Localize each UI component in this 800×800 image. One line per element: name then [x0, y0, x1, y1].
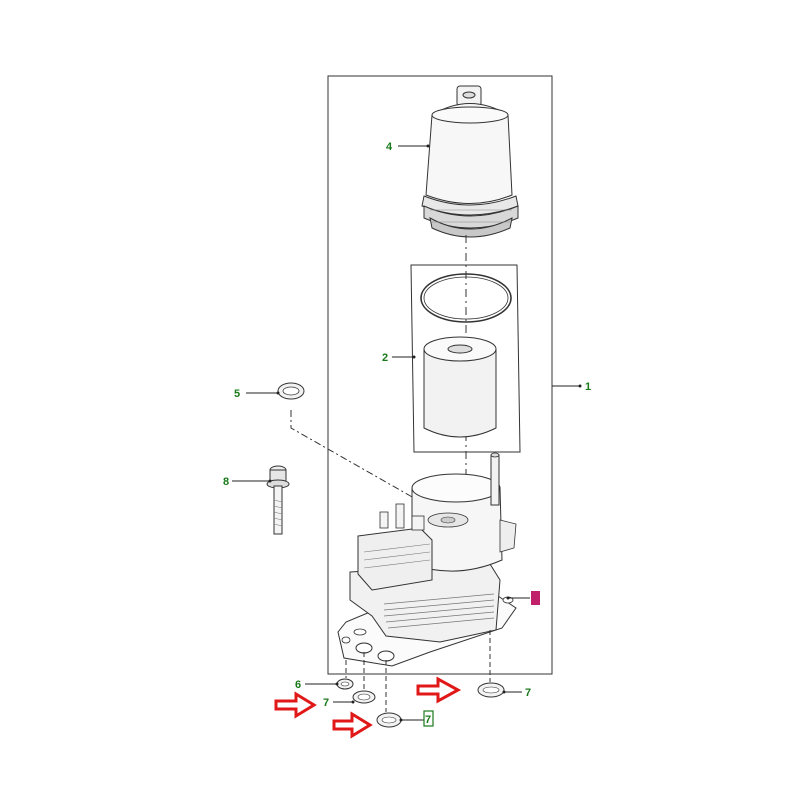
- callout-5: 5: [234, 388, 240, 400]
- o-ring-part: [420, 273, 512, 323]
- washer-7c-part: [477, 682, 505, 698]
- callout-4: 4: [386, 141, 393, 153]
- callout-7c: 7: [525, 687, 531, 699]
- filter-element-part: [423, 336, 497, 438]
- callout-2: 2: [382, 352, 388, 364]
- bolt-part: [266, 465, 290, 535]
- assembly-frame: [327, 75, 553, 675]
- callout-7b: 7: [425, 714, 431, 726]
- callout-7b-box: [423, 710, 434, 727]
- callout-1: 1: [585, 381, 591, 393]
- red-arrow-right: [416, 676, 462, 704]
- callout-3: 3: [533, 593, 539, 605]
- filter-cap-part: [421, 85, 519, 238]
- callout-7a: 7: [323, 697, 329, 709]
- washer-7b-part: [376, 712, 402, 728]
- callout-3-highlight: [531, 591, 540, 605]
- callout-8: 8: [223, 476, 229, 488]
- seal-5-part: [277, 382, 305, 400]
- oil-cooler-housing-part: [337, 452, 517, 667]
- filter-element-box: [410, 264, 521, 453]
- red-arrow-left: [274, 691, 317, 719]
- red-arrow-bottom: [332, 711, 373, 739]
- callout-6: 6: [295, 679, 301, 691]
- washer-7a-part: [352, 690, 376, 704]
- washer-6-part: [336, 678, 354, 690]
